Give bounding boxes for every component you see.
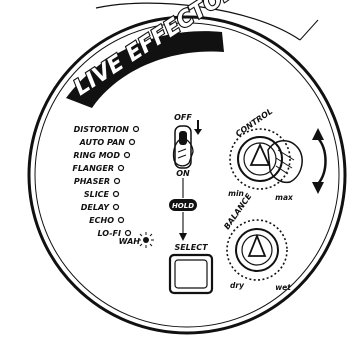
control-min-label: min: [228, 189, 244, 198]
switch-on-label: ON: [176, 169, 190, 178]
effect-label-lo-fi: LO-FI: [97, 229, 121, 238]
effect-label-ring-mod: RING MOD: [73, 151, 120, 160]
control-knob[interactable]: [229, 128, 291, 190]
switch-connector: [179, 178, 187, 241]
switch-off-label: OFF: [174, 113, 192, 122]
pointing-hand-icon: [172, 137, 194, 167]
effect-label-delay: DELAY: [81, 203, 110, 212]
hold-label: HOLD: [172, 202, 194, 210]
panel-outline: [27, 2, 347, 335]
led-flash-icon: [138, 232, 154, 248]
effect-led-lo-fi: [124, 229, 132, 237]
effect-label-wah: WAH: [119, 237, 141, 246]
down-arrow-icon: [194, 120, 202, 135]
effect-label-auto-pan: AUTO PAN: [79, 138, 126, 147]
balance-knob[interactable]: [226, 219, 288, 281]
rotate-arrows-icon: [312, 128, 327, 194]
effect-led-echo: [117, 216, 125, 224]
hold-badge: HOLD: [169, 199, 197, 211]
effect-led-slice: [112, 190, 120, 198]
effect-led-flanger: [117, 164, 125, 172]
effect-label-echo: ECHO: [89, 216, 114, 225]
effect-label-distortion: DISTORTION: [74, 125, 130, 134]
effect-label-phaser: PHASER: [74, 177, 110, 186]
effect-led-auto-pan: [128, 138, 136, 146]
effect-led-ring-mod: [123, 151, 131, 159]
balance-dry-label: dry: [230, 281, 245, 290]
hand-turning-knob-icon: [267, 140, 303, 184]
balance-wet-label: wet: [275, 283, 291, 292]
effect-list: DISTORTION AUTO PAN RING MOD FLANGER PHA…: [72, 125, 154, 248]
select-label: SELECT: [174, 243, 208, 252]
effect-label-slice: SLICE: [84, 190, 110, 199]
control-max-label: max: [275, 193, 294, 202]
control-label: CONTROL: [234, 107, 274, 139]
effect-led-distortion: [132, 125, 140, 133]
effect-label-flanger: FLANGER: [72, 164, 114, 173]
effect-led-delay: [112, 203, 120, 211]
select-button[interactable]: [168, 253, 214, 295]
effect-led-phaser: [113, 177, 121, 185]
title-banner: LIVE EFFECTOR: [66, 0, 243, 108]
on-off-switch[interactable]: OFF ON: [174, 113, 192, 178]
